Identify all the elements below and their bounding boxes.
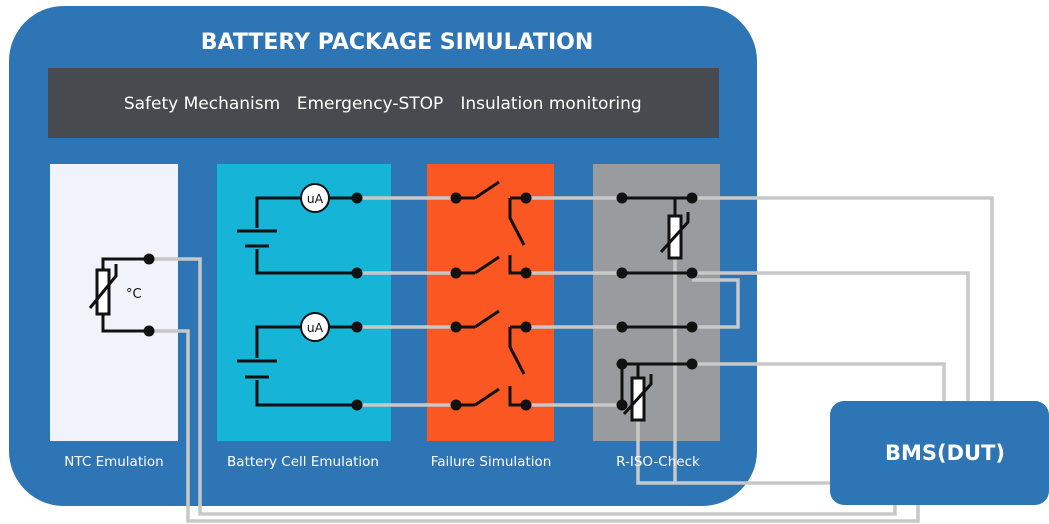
wire-ntc-top-bms xyxy=(149,257,897,516)
switch-1 xyxy=(474,180,500,200)
wire-riso1-bms xyxy=(692,196,994,401)
external-wiring xyxy=(149,196,994,523)
ntc-emulation-panel xyxy=(50,164,178,441)
current-meter-2-label: uA xyxy=(307,320,324,335)
battery-cell-2: uA xyxy=(237,312,363,411)
ntc-temperature-unit: °C xyxy=(126,287,142,302)
ntc-circuit: °C xyxy=(88,253,155,337)
bms-dut-box xyxy=(830,401,1049,505)
banner-item-insulation-monitoring: Insulation monitoring xyxy=(460,94,641,114)
r-iso-circuit xyxy=(616,192,698,422)
failure-simulation-panel xyxy=(427,164,554,441)
failure-switches xyxy=(450,180,532,411)
r-iso-check-panel xyxy=(593,164,720,441)
failure-simulation-label: Failure Simulation xyxy=(431,454,552,470)
ntc-emulation-label: NTC Emulation xyxy=(64,454,163,470)
switch-3 xyxy=(474,309,500,329)
current-meter-1 xyxy=(300,183,330,213)
current-meter-1-label: uA xyxy=(307,191,324,206)
battery-cell-emulation-panel xyxy=(217,164,391,441)
wire-riso3-loop xyxy=(692,278,740,329)
switch-4 xyxy=(474,387,500,407)
switch-2 xyxy=(474,255,500,275)
wire-ntc-bottom-bms xyxy=(149,329,920,523)
r-iso-check-label: R-ISO-Check xyxy=(616,454,700,470)
banner-item-emergency-stop: Emergency-STOP xyxy=(297,94,444,114)
banner-item-safety-mechanism: Safety Mechanism xyxy=(124,94,280,114)
bms-dut-label: BMS(DUT) xyxy=(885,441,1005,465)
battery-cell-emulation-label: Battery Cell Emulation xyxy=(227,454,379,470)
wire-riso4-bms xyxy=(692,362,946,401)
battery-cell-1: uA xyxy=(237,183,363,279)
wire-riso-ground-loop xyxy=(636,420,830,485)
current-meter-2 xyxy=(300,312,330,342)
package-title: BATTERY PACKAGE SIMULATION xyxy=(201,30,594,55)
safety-banner xyxy=(48,68,719,138)
wire-riso2-bms xyxy=(692,271,970,401)
